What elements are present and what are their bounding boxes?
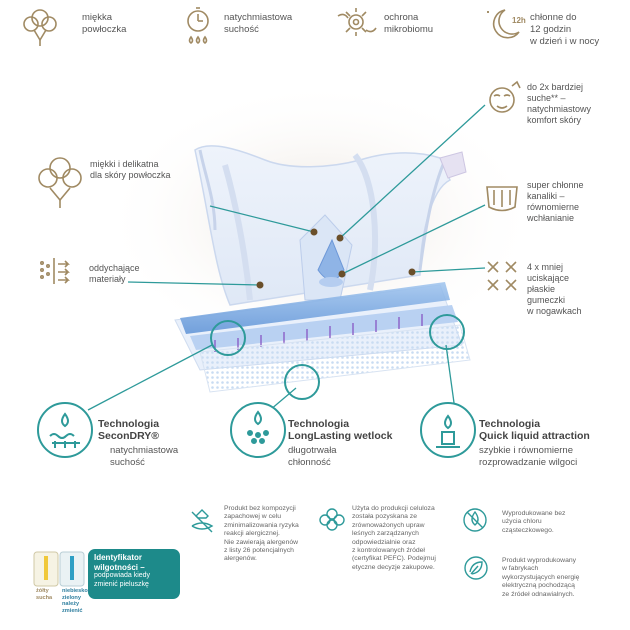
tech-secondry: Technologia SeconDRY® natychmiastowa suc… (98, 418, 178, 468)
callout-dry: do 2x bardziej suche** – natychmiastowy … (527, 82, 592, 125)
tech-secondry-title-1: Technologia (98, 418, 160, 430)
zoom-circles (210, 314, 465, 400)
no-chlorine-icon (463, 508, 487, 532)
callout-channels: super chłonne kanaliki – równomierne wch… (527, 180, 584, 223)
indicator-yellow-label: żółty sucha (36, 588, 53, 601)
feature-microbiome: ochrona mikrobiomu (384, 12, 434, 35)
cotton-plant-icon (319, 508, 345, 531)
callout-breathable: oddychające materiały (89, 263, 140, 284)
callout-lines (87, 104, 486, 411)
wetlock-icon (230, 402, 286, 458)
note-pefc: Użyta do produkcji celuloza została pozy… (352, 505, 436, 571)
callout-dots (256, 228, 416, 289)
callout-elastics: 4 x mniej uciskające płaskie gumeczki w … (527, 262, 582, 316)
cotton-flower-icon (38, 157, 82, 208)
feature-instant-dryness: natychmiastowa suchość (224, 12, 293, 35)
cotton-icon (23, 9, 57, 46)
note-renewable: Produkt wyprodukowany w fabrykach wykorz… (502, 557, 580, 598)
renewable-energy-icon (464, 556, 488, 580)
secondry-icon (37, 402, 93, 458)
tech-wetlock: Technologia LongLasting wetlock długotrw… (288, 418, 392, 468)
tech-secondry-desc: natychmiastowa suchość (110, 445, 179, 468)
indicator-desc: podpowiada kiedy zmienić pieluszkę (94, 572, 151, 588)
callout-soft-cover: miękki i delikatna dla skóry powłoczka (90, 159, 171, 180)
indicator-panel (88, 549, 180, 599)
tech-liquid-title-1: Technologia (479, 418, 541, 430)
tech-liquid-attraction: Technologia Quick liquid attraction szyb… (479, 418, 590, 468)
tech-wetlock-title-2: LongLasting wetlock (288, 430, 393, 442)
diaper-illustration (174, 145, 471, 393)
indicator-title: Identyfikator wilgotności – (94, 553, 145, 572)
indicator-blue-label: niebiesko- zielony należy zmienić (62, 588, 90, 614)
tech-wetlock-title-1: Technologia (288, 418, 350, 430)
tech-liquid-desc: szybkie i równomierne rozprowadzanie wil… (479, 445, 578, 468)
tech-wetlock-desc: długotrwała chłonność (288, 445, 337, 468)
diaper-channels-icon (486, 186, 518, 212)
microbiome-icon (337, 8, 377, 36)
indicator-text: Identyfikator wilgotności – podpowiada k… (94, 553, 178, 589)
tech-liquid-title-2: Quick liquid attraction (479, 430, 590, 442)
feature-12h: chłonne do 12 godzin w dzień i w nocy (530, 12, 600, 47)
breathable-material-icon (39, 258, 70, 284)
tech-secondry-title-2: SeconDRY® (98, 430, 160, 442)
moon-12h-badge: 12h (512, 16, 526, 25)
stopwatch-drops-icon (187, 7, 209, 44)
elastic-leg-icon (487, 261, 517, 291)
note-no-chlorine: Wyprodukowane bez użycia chloru cząstecz… (502, 510, 566, 534)
wetness-indicator-illustration (33, 551, 85, 587)
note-no-fragrance: Produkt bez kompozycji zapachowej w celu… (224, 505, 299, 563)
feature-soft-cover: miękka powłoczka (82, 12, 127, 35)
moon-12h-icon (487, 9, 520, 39)
baby-face-icon (489, 80, 521, 113)
no-fragrance-icon (191, 509, 214, 533)
liquid-attraction-icon (420, 402, 476, 458)
